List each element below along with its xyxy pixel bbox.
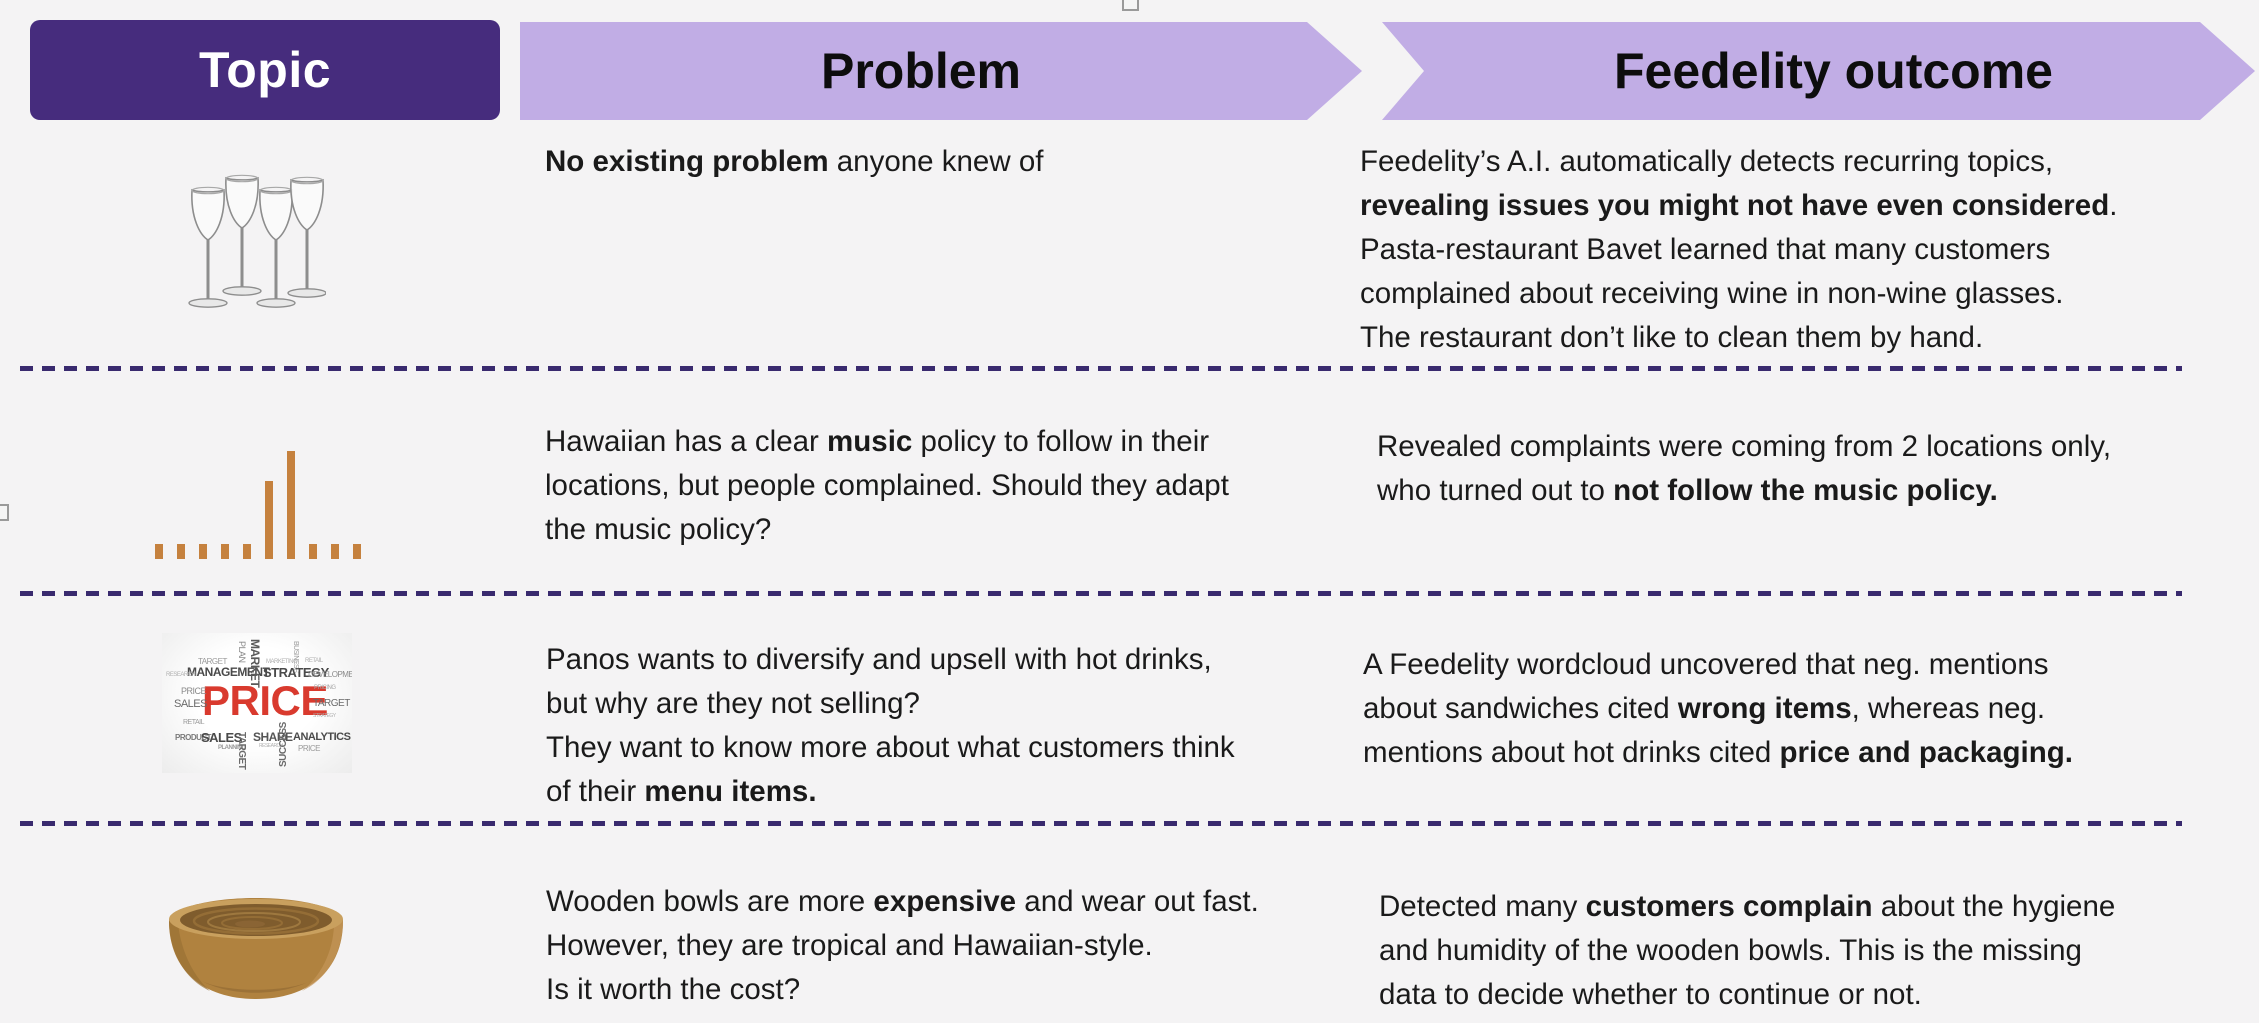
bar bbox=[199, 544, 207, 559]
wordcloud-word: RETAIL bbox=[305, 658, 323, 664]
wordcloud-word: MARKETING bbox=[266, 659, 298, 665]
wordcloud-word: BUSINESS bbox=[292, 641, 299, 673]
wordcloud-word: TARGET bbox=[313, 698, 350, 709]
wordcloud-word: SHARE bbox=[253, 730, 293, 744]
problem-header-arrow[interactable]: Problem bbox=[520, 22, 1362, 120]
outcome-cell-row3[interactable]: A Feedelity wordcloud uncovered that neg… bbox=[1363, 648, 2073, 769]
topic-header[interactable]: Topic bbox=[30, 20, 500, 120]
bar bbox=[309, 544, 317, 559]
selection-handle-left[interactable] bbox=[0, 504, 9, 521]
outcome-cell-row4[interactable]: Detected many customers complain about t… bbox=[1379, 890, 2116, 1011]
bar bbox=[353, 544, 361, 559]
wordcloud-word: PRICE bbox=[298, 744, 320, 753]
wordcloud-word: DEVELOPMENT bbox=[308, 670, 352, 679]
wordcloud-word: PRICE bbox=[181, 686, 207, 696]
wordcloud-word: SALES bbox=[174, 698, 207, 710]
outcome-cell-row2[interactable]: Revealed complaints were coming from 2 l… bbox=[1377, 430, 2112, 507]
outcome-header-label: Feedelity outcome bbox=[1614, 43, 2053, 99]
problem-cell-row1[interactable]: No existing problem anyone knew of bbox=[545, 145, 1044, 178]
bar-chart-icon[interactable] bbox=[155, 449, 361, 559]
selection-handle-top[interactable] bbox=[1122, 0, 1139, 11]
wordcloud-word: MARKET bbox=[248, 639, 262, 688]
outcome-cell-row1[interactable]: Feedelity’s A.I. automatically detects r… bbox=[1360, 145, 2118, 354]
bar bbox=[177, 544, 185, 559]
wordcloud-word: RESEARCH bbox=[166, 672, 196, 678]
wordcloud-word: TARGET bbox=[236, 732, 247, 770]
wordcloud-word: SALES bbox=[201, 730, 242, 745]
bar bbox=[287, 451, 295, 559]
wordcloud-word: PLAN bbox=[237, 641, 247, 663]
wordcloud-word: STRATEGY bbox=[313, 713, 336, 719]
bar bbox=[331, 544, 339, 559]
problem-cell-row2[interactable]: Hawaiian has a clear music policy to fol… bbox=[545, 425, 1229, 546]
wooden-bowl-icon[interactable] bbox=[160, 885, 352, 1009]
row-divider bbox=[20, 821, 2182, 826]
wordcloud-word: PRICE bbox=[202, 677, 328, 724]
problem-cell-row3[interactable]: Panos wants to diversify and upsell with… bbox=[546, 643, 1235, 808]
topic-header-label: Topic bbox=[198, 42, 332, 98]
wordcloud-word: PRODUCT bbox=[175, 733, 212, 742]
wordcloud-word: ANALYTICS bbox=[293, 731, 351, 743]
wordcloud-word: PLANNING bbox=[218, 745, 246, 751]
problem-cell-row4[interactable]: Wooden bowls are more expensive and wear… bbox=[546, 885, 1259, 1006]
bar bbox=[155, 544, 163, 559]
bar bbox=[221, 544, 229, 559]
wordcloud-word: SUCCESS bbox=[278, 722, 289, 767]
problem-header-label: Problem bbox=[820, 43, 1022, 99]
wordcloud-word: MANAGEMENT bbox=[187, 665, 270, 679]
bar bbox=[243, 544, 251, 559]
outcome-header-arrow[interactable]: Feedelity outcome bbox=[1382, 22, 2255, 120]
wordcloud-word: RESEARCH bbox=[259, 743, 283, 749]
row-divider bbox=[20, 591, 2182, 596]
wordcloud-word: STRATEGY bbox=[263, 665, 329, 680]
wordcloud-word: PRICING bbox=[314, 685, 336, 691]
wine-glasses-icon[interactable] bbox=[178, 168, 326, 334]
wordcloud-word: TARGET bbox=[198, 657, 227, 666]
wordcloud-word: RETAIL bbox=[183, 719, 205, 726]
row-divider bbox=[20, 366, 2182, 371]
bar bbox=[265, 481, 273, 559]
